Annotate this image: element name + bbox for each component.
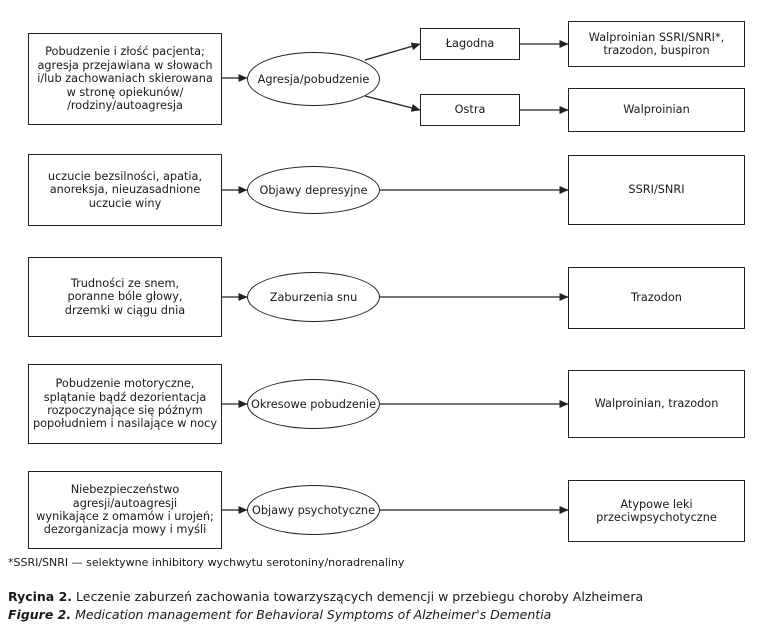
category-oval-sundown: Okresowe pobudzenie <box>247 379 380 429</box>
symptom-text-sundown: Pobudzenie motoryczne, splątanie bądź de… <box>32 377 218 431</box>
symptom-text-sleep: Trudności ze snem, poranne bóle głowy, d… <box>64 276 186 317</box>
caption-polish-text: Leczenie zaburzeń zachowania towarzysząc… <box>72 589 644 604</box>
treatment-text-acute: Walproinian <box>623 103 690 117</box>
caption-polish: Rycina 2. Leczenie zaburzeń zachowania t… <box>8 589 643 604</box>
category-label-psychotic: Objawy psychotyczne <box>251 503 376 517</box>
category-oval-aggression: Agresja/pobudzenie <box>247 52 380 106</box>
treatment-box-sleep: Trazodon <box>568 267 745 329</box>
treatment-box-psychotic: Atypowe leki przeciwpsychotyczne <box>568 480 745 542</box>
treatment-box-acute: Walproinian <box>568 88 745 132</box>
category-label-sleep: Zaburzenia snu <box>269 290 358 304</box>
symptom-box-psychotic: Niebezpieczeństwo agresji/autoagresji wy… <box>28 471 222 549</box>
treatment-box-sundown: Walproinian, trazodon <box>568 370 745 438</box>
severity-box-mild: Łagodna <box>420 28 520 60</box>
category-oval-psychotic: Objawy psychotyczne <box>247 485 380 535</box>
symptom-box-sleep: Trudności ze snem, poranne bóle głowy, d… <box>28 257 222 337</box>
treatment-box-depression: SSRI/SNRI <box>568 155 745 225</box>
category-label-aggression: Agresja/pobudzenie <box>257 72 370 86</box>
treatment-text-mild: Walproinian SSRI/SNRI*, trazodon, buspir… <box>588 30 725 57</box>
caption-english-text: Medication management for Behavioral Sym… <box>71 607 552 622</box>
severity-box-acute: Ostra <box>420 94 520 126</box>
category-label-depression: Objawy depresyjne <box>259 183 368 197</box>
treatment-text-depression: SSRI/SNRI <box>628 183 685 197</box>
footnote: *SSRI/SNRI — selektywne inhibitory wychw… <box>8 556 405 569</box>
arrow-aggression-to-mild <box>364 42 421 61</box>
caption-english: Figure 2. Medication management for Beha… <box>8 607 551 622</box>
treatment-text-sundown: Walproinian, trazodon <box>594 397 719 411</box>
severity-label-mild: Łagodna <box>445 37 495 51</box>
category-oval-sleep: Zaburzenia snu <box>247 272 380 322</box>
severity-label-acute: Ostra <box>454 103 486 117</box>
symptom-box-aggression: Pobudzenie i złość pacjenta; agresja prz… <box>28 33 222 125</box>
symptom-text-aggression: Pobudzenie i złość pacjenta; agresja prz… <box>37 45 213 113</box>
symptom-box-sundown: Pobudzenie motoryczne, splątanie bądź de… <box>28 364 222 444</box>
treatment-text-psychotic: Atypowe leki przeciwpsychotyczne <box>596 497 717 524</box>
category-oval-depression: Objawy depresyjne <box>247 166 380 214</box>
caption-polish-label: Rycina 2. <box>8 589 73 604</box>
caption-english-label: Figure 2. <box>8 607 72 622</box>
symptom-box-depression: uczucie bezsilności, apatia, anoreksja, … <box>28 154 222 226</box>
symptom-text-depression: uczucie bezsilności, apatia, anoreksja, … <box>47 169 203 210</box>
arrow-aggression-to-acute <box>364 95 421 112</box>
treatment-box-mild: Walproinian SSRI/SNRI*, trazodon, buspir… <box>568 21 745 67</box>
category-label-sundown: Okresowe pobudzenie <box>250 397 377 411</box>
symptom-text-psychotic: Niebezpieczeństwo agresji/autoagresji wy… <box>36 483 214 537</box>
treatment-text-sleep: Trazodon <box>631 291 682 305</box>
